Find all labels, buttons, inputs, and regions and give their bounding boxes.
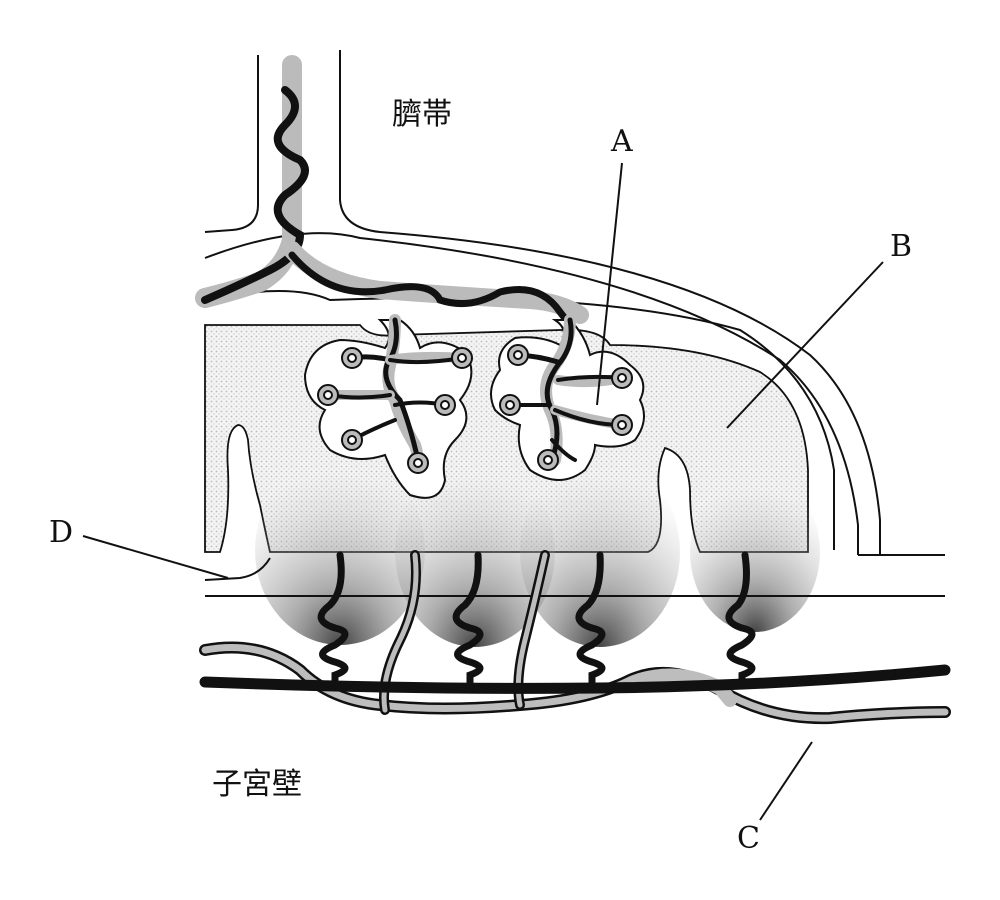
chorionic-villus-left [303,314,473,499]
uterine-wall-label: 子宮壁 [212,767,302,802]
spiral-arteries [317,551,756,689]
label-a: A [611,124,633,159]
chorionic-villus-right [490,314,645,481]
label-b: B [890,229,913,264]
umbilical-cord [195,55,589,349]
leader-lines [82,162,884,821]
label-c: C [737,821,760,856]
label-d: D [49,515,74,550]
chorion-outline [204,50,881,555]
decidua-lines [204,554,945,597]
umbilical-cord-label: 臍帯 [392,97,452,132]
